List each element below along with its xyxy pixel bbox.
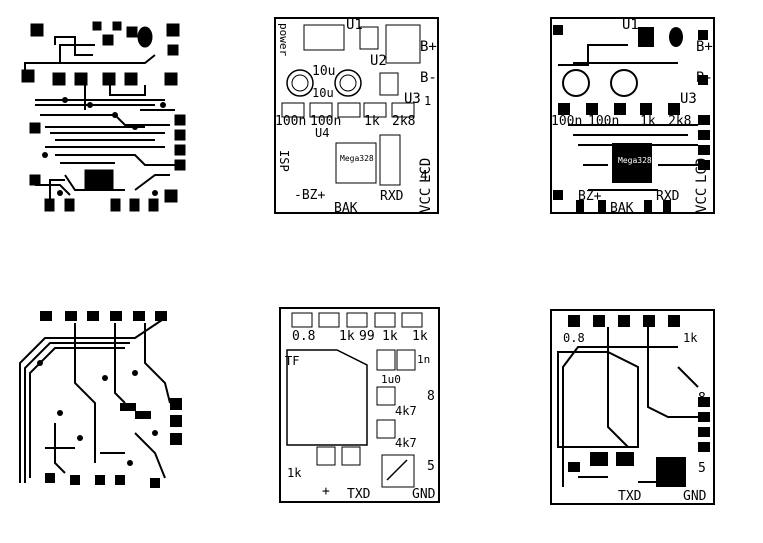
- svg-text:TXD: TXD: [618, 489, 642, 504]
- label-lcd: LCD: [418, 158, 434, 183]
- bottom-silkscreen-svg: TF 0.8 1k 99 1k 1k 1n 1u0 8 4k7 4k7 5 1k…: [279, 307, 440, 503]
- label-1n: 1n: [417, 353, 430, 366]
- svg-text:B-: B-: [696, 70, 713, 86]
- svg-text:B+: B+: [696, 39, 713, 55]
- top-silkscreen-svg: U1 U2 U3 U4 power B+ B- 1 10u 10u 100n 1…: [274, 17, 439, 216]
- label-1k: 1k: [364, 114, 380, 129]
- label-2k8: 2k8: [392, 114, 415, 129]
- label-pin4: 4: [420, 169, 428, 184]
- bottom-composite-svg: 0.8 1k 8 5 TXD GND: [550, 309, 715, 505]
- label-4k7-b: 4k7: [395, 436, 417, 450]
- cap-10u-a: [286, 69, 314, 97]
- label-1u0: 1u0: [381, 373, 401, 386]
- cap-10u-b: [334, 69, 362, 97]
- bottom-copper-layer: [15, 303, 190, 503]
- top-composite-svg: U1 Mega328 100n 100n 1k 2k8 B+ B- U3 BZ+…: [550, 17, 715, 216]
- label-10u-b: 10u: [312, 86, 334, 100]
- label-vcc: VCC: [418, 188, 434, 213]
- label-99: 99: [359, 329, 375, 344]
- bottom-silkscreen-layer: TF 0.8 1k 99 1k 1k 1n 1u0 8 4k7 4k7 5 1k…: [277, 305, 443, 505]
- mega328-outline: [335, 142, 377, 184]
- label-plus: +: [322, 484, 330, 499]
- label-rxd: RXD: [380, 189, 404, 204]
- svg-text:5: 5: [698, 461, 706, 476]
- label-pin5: 5: [427, 459, 435, 474]
- label-power: power: [277, 23, 290, 56]
- tf-card-outline: [286, 349, 368, 446]
- u2-outline: [303, 24, 345, 51]
- svg-text:1k: 1k: [683, 331, 698, 345]
- label-bz: -BZ+: [294, 188, 325, 203]
- top-copper-layer: [15, 15, 190, 220]
- label-10u-a: 10u: [312, 64, 335, 79]
- label-b-minus: B-: [420, 70, 437, 86]
- svg-text:Mega328: Mega328: [618, 156, 652, 165]
- label-bak: BAK: [334, 201, 358, 216]
- svg-text:BAK: BAK: [610, 201, 634, 216]
- label-1k-b: 1k: [382, 329, 398, 344]
- label-b-plus: B+: [420, 39, 437, 55]
- svg-text:BZ+: BZ+: [578, 189, 602, 204]
- label-txd: TXD: [347, 487, 371, 502]
- svg-text:100n: 100n: [588, 114, 619, 129]
- label-4k7-a: 4k7: [395, 404, 417, 418]
- label-u1: U1: [346, 17, 363, 33]
- svg-text:U3: U3: [680, 91, 697, 107]
- bottom-composite-layer: 0.8 1k 8 5 TXD GND: [548, 307, 718, 507]
- label-1k-d: 1k: [287, 466, 302, 480]
- label-mega328: Mega328: [340, 154, 374, 163]
- top-copper-svg: [21, 21, 186, 212]
- label-u4: U4: [315, 126, 329, 140]
- svg-text:U1: U1: [622, 17, 639, 33]
- top-composite-layer: U1 Mega328 100n 100n 1k 2k8 B+ B- U3 BZ+…: [548, 15, 718, 217]
- label-100n-b: 100n: [310, 114, 341, 129]
- label-100n: 100n: [275, 114, 306, 129]
- label-tf: TF: [285, 354, 299, 368]
- svg-text:RXD: RXD: [656, 189, 680, 204]
- board-outline: [274, 17, 439, 214]
- label-pin1: 1: [424, 94, 431, 108]
- svg-text:2k8: 2k8: [668, 114, 691, 129]
- label-1k-c: 1k: [412, 329, 428, 344]
- svg-text:1k: 1k: [640, 114, 656, 129]
- svg-text:100n: 100n: [551, 114, 582, 129]
- svg-text:0.8: 0.8: [563, 331, 585, 345]
- label-u2: U2: [370, 53, 387, 69]
- label-isp: ISP: [277, 150, 291, 172]
- bottom-copper-svg: [19, 311, 182, 488]
- label-gnd: GND: [412, 487, 436, 502]
- svg-text:VCC: VCC: [694, 188, 710, 213]
- svg-text:LCD: LCD: [694, 158, 710, 183]
- svg-text:8: 8: [698, 391, 706, 406]
- label-1k: 1k: [339, 329, 355, 344]
- label-0-8: 0.8: [292, 329, 315, 344]
- label-u3: U3: [404, 91, 421, 107]
- svg-text:GND: GND: [683, 489, 707, 504]
- label-pin8: 8: [427, 389, 435, 404]
- top-silkscreen-layer: U1 U2 U3 U4 power B+ B- 1 10u 10u 100n 1…: [272, 15, 442, 217]
